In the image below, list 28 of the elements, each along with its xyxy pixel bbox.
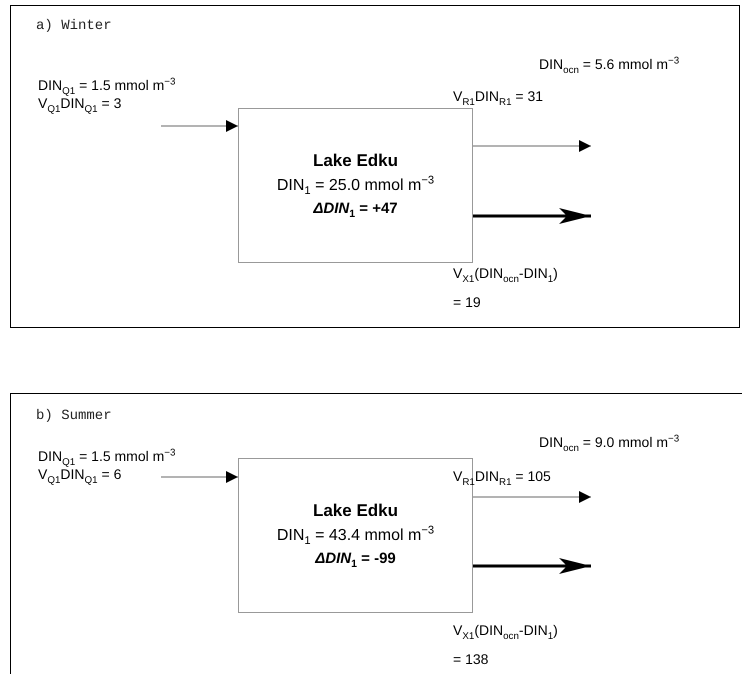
lake-name: Lake Edku	[312, 151, 398, 172]
edge-label: V$_{R1}$DIN$_{R1}$ = 31	[453, 87, 544, 110]
lake-value: DIN$_{1}$ = 25.0 mmol m$^{−3}$	[276, 174, 434, 197]
concentration-label: DIN$_{Q1}$ = 1.5 mmol m$^{−3}$	[38, 446, 176, 469]
lake-value: DIN$_{1}$ = 43.4 mmol m$^{−3}$	[276, 524, 434, 547]
concentration-label: DIN$_{Q1}$ = 1.5 mmol m$^{−3}$	[38, 75, 176, 98]
concentration-label: DIN$_{ocn}$ = 5.6 mmol m$^{−3}$	[539, 54, 680, 78]
lake-value: ΔDIN$_{1}$ = +47	[313, 200, 398, 220]
lake-value: ΔDIN$_{1}$ = -99	[315, 550, 396, 570]
panel-title: b) Summer	[36, 408, 112, 424]
arrow	[473, 208, 591, 224]
edge-label: V$_{R1}$DIN$_{R1}$ = 105	[453, 467, 551, 490]
arrow	[160, 471, 238, 483]
edge-label: V$_{X1}$(DIN$_{ocn}$-DIN$_{1}$) = 19	[453, 264, 559, 312]
arrow	[473, 558, 591, 574]
panel-title: a) Winter	[36, 18, 112, 34]
arrow	[160, 120, 238, 132]
lake-box	[238, 458, 473, 613]
lake-box	[238, 108, 473, 263]
panel-frame	[10, 393, 742, 674]
panel-frame	[10, 5, 740, 328]
edge-label: V$_{Q1}$DIN$_{Q1}$ = 3	[38, 95, 122, 117]
arrow	[472, 491, 592, 503]
lake-name: Lake Edku	[312, 501, 398, 522]
edge-label: V$_{Q1}$DIN$_{Q1}$ = 6	[38, 466, 122, 488]
edge-label: V$_{X1}$(DIN$_{ocn}$-DIN$_{1}$) = 138	[453, 621, 559, 669]
concentration-label: DIN$_{ocn}$ = 9.0 mmol m$^{−3}$	[539, 432, 680, 456]
arrow	[472, 140, 592, 152]
